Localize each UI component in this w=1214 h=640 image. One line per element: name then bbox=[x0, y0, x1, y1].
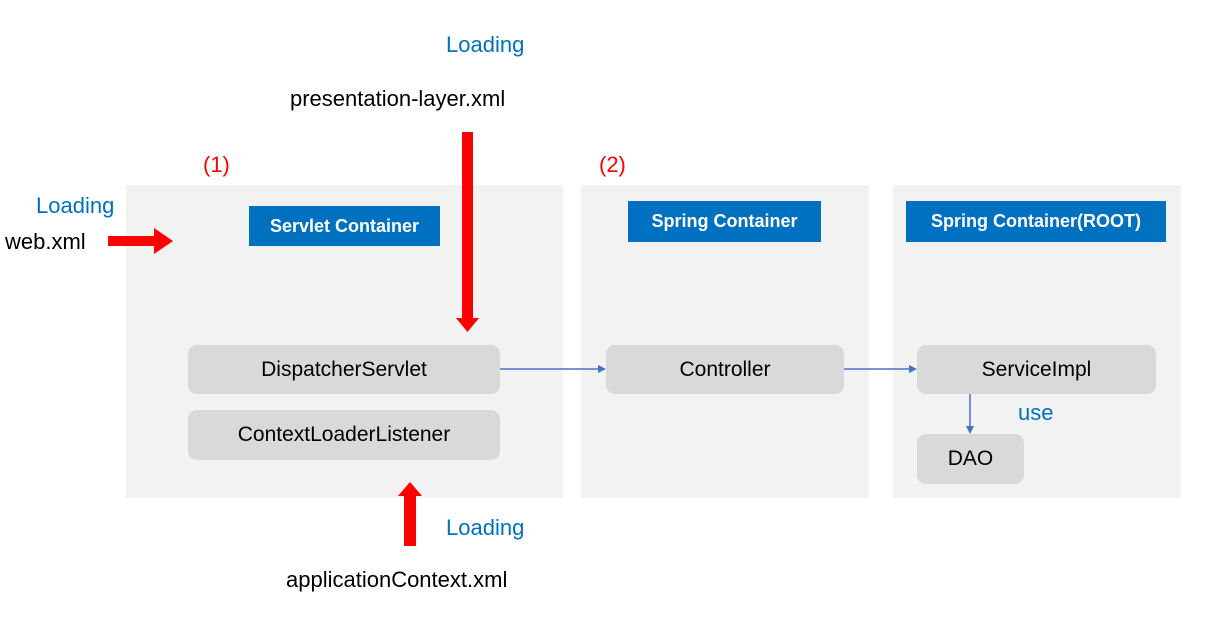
loading-label-bottom: Loading bbox=[446, 515, 525, 540]
presentation-xml-arrow bbox=[456, 132, 479, 332]
application-context-arrow bbox=[398, 482, 422, 546]
spring-container-title: Spring Container bbox=[628, 201, 821, 242]
dispatcher-to-controller-connector bbox=[500, 365, 606, 373]
service-impl-box: ServiceImpl bbox=[917, 345, 1156, 394]
step-2-label: (2) bbox=[599, 152, 626, 177]
service-to-dao-connector bbox=[966, 394, 974, 434]
servlet-container-title: Servlet Container bbox=[249, 206, 440, 246]
presentation-layer-xml-label: presentation-layer.xml bbox=[290, 86, 506, 111]
web-xml-arrow bbox=[108, 228, 173, 254]
loading-label-top: Loading bbox=[446, 32, 525, 57]
root-container-title: Spring Container(ROOT) bbox=[906, 201, 1166, 242]
step-1-label: (1) bbox=[203, 152, 230, 177]
use-label: use bbox=[1018, 400, 1054, 425]
controller-box: Controller bbox=[606, 345, 844, 394]
loading-label-left: Loading bbox=[36, 193, 115, 218]
web-xml-label: web.xml bbox=[5, 229, 86, 254]
context-loader-listener-box: ContextLoaderListener bbox=[188, 410, 500, 460]
controller-to-service-connector bbox=[844, 365, 917, 373]
dispatcher-servlet-box: DispatcherServlet bbox=[188, 345, 500, 394]
application-context-xml-label: applicationContext.xml bbox=[286, 567, 508, 592]
dao-box: DAO bbox=[917, 434, 1024, 484]
